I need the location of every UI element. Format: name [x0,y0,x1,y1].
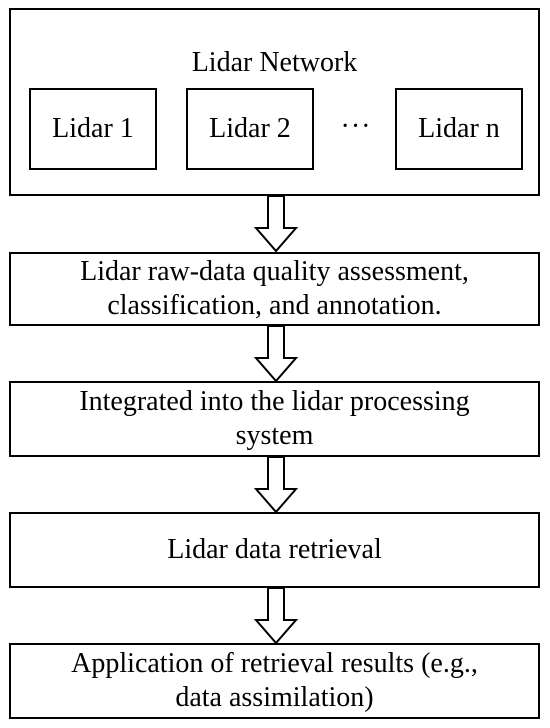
flow-arrow-icon [254,588,298,644]
flow-arrow-icon [254,457,298,513]
step-integration: Integrated into the lidar processing sys… [9,381,540,457]
lidar-node-1: Lidar 1 [29,88,157,170]
lidar-node-2: Lidar 2 [186,88,314,170]
step-line: Integrated into the lidar processing [79,386,470,417]
step-line: classification, and annotation. [107,290,442,321]
flow-arrow-icon [254,326,298,382]
flow-arrow-icon [254,196,298,252]
step-application: Application of retrieval results (e.g., … [9,643,540,719]
step-quality-assessment: Lidar raw-data quality assessment, class… [9,252,540,326]
lidar-node-label: Lidar n [418,113,500,144]
lidar-node-n: Lidar n [395,88,523,170]
step-line: data assimilation) [175,682,374,713]
step-line: system [235,420,314,451]
ellipsis: ··· [340,111,372,142]
step-line: Lidar raw-data quality assessment, [80,256,469,287]
lidar-node-label: Lidar 1 [52,113,134,144]
step-line: Application of retrieval results (e.g., [71,648,478,679]
lidar-node-label: Lidar 2 [209,113,291,144]
step-data-retrieval: Lidar data retrieval [9,512,540,588]
step-line: Lidar data retrieval [167,534,382,565]
network-title: Lidar Network [191,47,358,78]
